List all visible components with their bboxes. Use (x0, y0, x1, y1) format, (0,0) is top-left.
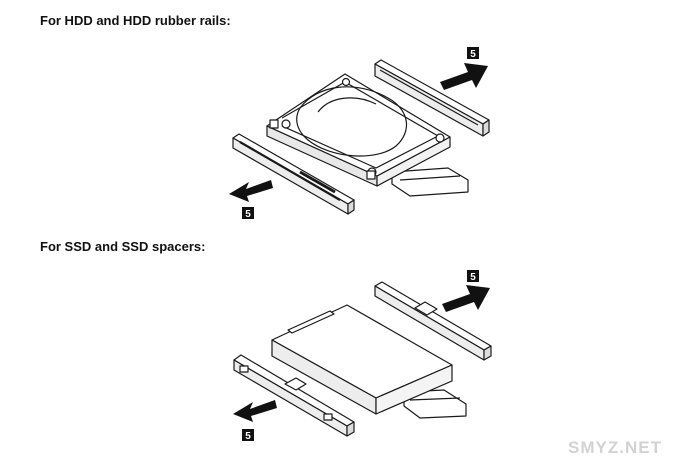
step-badge-5: 5 (242, 429, 254, 442)
step-badge-5: 5 (467, 270, 479, 283)
arrow-right-icon (442, 285, 490, 312)
ssd-spacer-left (233, 354, 355, 437)
ssd-spacer-right (374, 281, 492, 361)
step-number: 5 (470, 49, 476, 60)
arrow-left-icon (233, 400, 277, 422)
hdd-rubber-rail-right (374, 59, 490, 137)
step-badge-5: 5 (242, 207, 254, 220)
arrow-left-icon (229, 180, 273, 202)
step-number: 5 (245, 431, 251, 442)
ssd-illustration (271, 304, 467, 419)
step-number: 5 (245, 209, 251, 220)
step-number: 5 (470, 272, 476, 283)
section-title-hdd: For HDD and HDD rubber rails: (40, 13, 231, 28)
arrow-right-icon (440, 63, 488, 90)
watermark-logo: SMYZ.NET (568, 438, 662, 457)
hdd-illustration (266, 73, 469, 197)
hdd-rubber-rail-left (232, 133, 355, 215)
section-title-ssd: For SSD and SSD spacers: (40, 239, 206, 254)
step-badge-5: 5 (467, 47, 479, 60)
